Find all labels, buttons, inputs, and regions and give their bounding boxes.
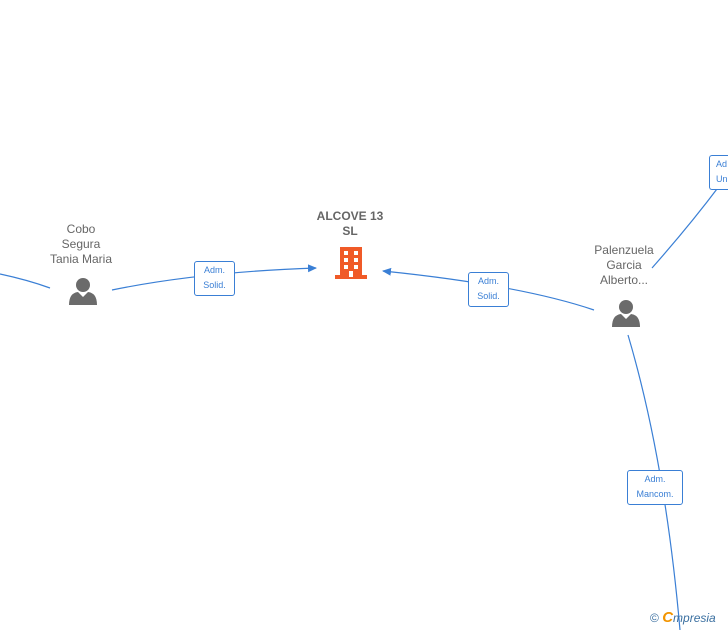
person-palenzuela-label: Palenzuela Garcia Alberto... [574, 243, 674, 288]
edge-label-line1: Adm. [203, 265, 225, 275]
person-palenzuela-line1: Palenzuela [594, 243, 654, 257]
person-icon[interactable] [68, 277, 98, 305]
person-cobo-line1: Cobo [66, 222, 96, 236]
edge-left-offscreen [0, 273, 51, 289]
edge-label-line2: Un [716, 174, 728, 184]
brand-watermark: © Cmpresia [650, 609, 716, 626]
person-palenzuela-line2: Garcia [606, 258, 642, 272]
person-cobo-label: Cobo Segura Tania Maria [31, 222, 131, 267]
copyright-icon: © [650, 611, 659, 625]
person-cobo-line2: Segura [61, 237, 101, 251]
edge-label-palenzuela-adm-solid[interactable]: Adm. Solid. [468, 272, 509, 307]
company-name-line2: SL [342, 224, 358, 238]
brand-initial: C [662, 609, 674, 626]
edge-label-palenzuela-adm-mancom[interactable]: Adm. Mancom. [627, 470, 683, 505]
edge-label-line2: Mancom. [636, 489, 674, 499]
edge-label-line1: Adm. [477, 276, 499, 286]
edge-label-palenzuela-up-partial[interactable]: Ad Un [709, 155, 728, 190]
person-palenzuela-line3: Alberto... [599, 273, 649, 287]
edge-label-line2: Solid. [203, 280, 226, 290]
edge-label-line2: Solid. [477, 291, 500, 301]
person-cobo-line3: Tania Maria [49, 252, 113, 266]
company-name-label: ALCOVE 13 SL [300, 209, 400, 239]
edge-label-line1: Ad [716, 159, 728, 169]
company-name-line1: ALCOVE 13 [316, 209, 384, 223]
edge-label-cobo-adm-solid[interactable]: Adm. Solid. [194, 261, 235, 296]
person-icon[interactable] [611, 299, 641, 327]
edge-palenzuela-up [651, 184, 721, 269]
building-icon[interactable] [334, 245, 368, 281]
edge-label-line1: Adm. [644, 474, 666, 484]
brand-name: mpresia [673, 611, 716, 625]
